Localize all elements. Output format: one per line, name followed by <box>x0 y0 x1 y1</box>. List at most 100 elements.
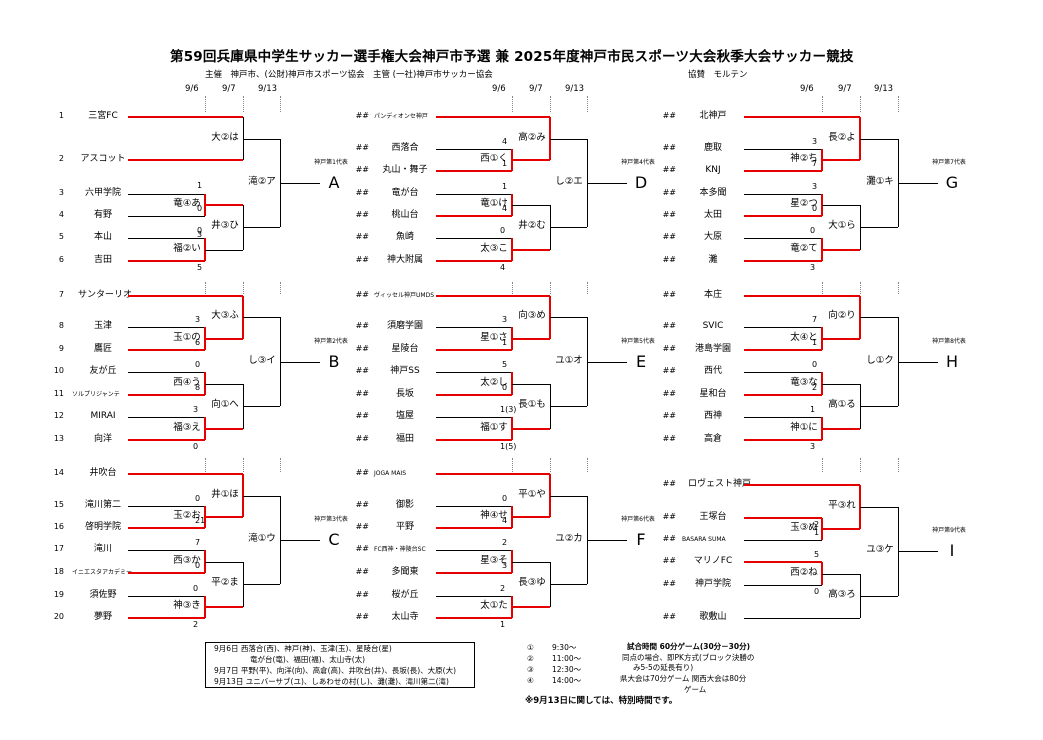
line-G-t2 <box>744 149 822 150</box>
line-I-f1 <box>860 507 898 508</box>
match-C-r2-1: 井①ほ <box>211 488 239 500</box>
match-F-r1-2: 星③そ <box>480 554 508 566</box>
line-E-t6 <box>436 417 512 418</box>
team-number-F-1: ## <box>355 468 369 477</box>
dashed-divider-0-0-1 <box>205 282 206 294</box>
match-A-r1-2: 福②い <box>173 242 201 254</box>
line-D-t5 <box>436 215 512 217</box>
line-G-t3 <box>744 170 822 172</box>
team-number-G-1: ## <box>662 111 676 120</box>
page-title: 第59回兵庫県中学生サッカー選手権大会神戸市予選 兼 2025年度神戸市民スポー… <box>170 49 854 65</box>
match-G-r1-1: 神②ち <box>790 153 818 164</box>
score-H-6: 3 <box>810 442 816 451</box>
dashed-divider-2-0-0 <box>822 96 823 112</box>
score-F-2: 4 <box>502 516 508 525</box>
team-number-A-3: 3 <box>58 188 64 197</box>
match-G-r1-3: 竜②て <box>790 242 818 254</box>
line-G-f1 <box>860 138 898 140</box>
line-C-t5 <box>128 572 205 574</box>
line-C-t2 <box>128 506 205 507</box>
team-number-D-3: ## <box>355 165 369 174</box>
dashed-divider-1-1-2 <box>550 458 551 472</box>
team-number-A-4: 4 <box>58 210 64 219</box>
team-name-D-5: 桃山台 <box>391 210 419 220</box>
match-C-final: 滝①ウ <box>248 532 276 544</box>
team-name-H-1: 本庄 <box>703 290 722 300</box>
score-I-2: 1 <box>814 528 820 537</box>
line-H-t4 <box>744 372 822 373</box>
date-header-2-3: 9/13 <box>565 84 585 94</box>
team-name-I-4: マリノFC <box>693 556 733 566</box>
time-4: 14:00～ <box>552 676 582 685</box>
match-A-final: 滝②ア <box>248 175 276 187</box>
team-number-G-4: ## <box>662 188 676 197</box>
team-number-D-6: ## <box>355 232 369 241</box>
team-number-F-3: ## <box>355 522 369 531</box>
group-letter-C: C <box>328 529 340 549</box>
line-G-w3 <box>822 248 860 251</box>
team-number-E-4: ## <box>355 366 369 375</box>
line-D-f2 <box>550 227 587 229</box>
line-F-w2 <box>512 561 550 563</box>
line-H-t5 <box>744 394 822 396</box>
match-A-r2-2: 井③ひ <box>211 220 239 232</box>
score-C-5: 0 <box>193 584 199 593</box>
match-E-r2-2: 長①も <box>518 399 546 410</box>
venue-line-4: 9月13日 ユニバーサブ(ユ)、しあわせの村(し)、灘(灘)、滝川第二(滝) <box>214 677 449 686</box>
team-name-B-1: サンターリオ <box>78 290 133 300</box>
line-A-f2 <box>243 227 280 229</box>
line-C-w1 <box>205 516 243 518</box>
line-C-w3 <box>205 606 243 608</box>
rule-tie: 同点の場合、即PK方式(ブロック決勝の <box>622 653 755 662</box>
match-F-r1-3: 太①た <box>480 600 508 611</box>
team-name-F-5: 多聞東 <box>391 567 419 577</box>
team-name-F-2: 御影 <box>395 500 414 510</box>
match-F-r2-2: 長③ゆ <box>518 577 546 589</box>
dashed-divider-0-0-2 <box>205 458 206 472</box>
line-G-t4 <box>744 194 822 195</box>
team-name-A-3: 六甲学院 <box>84 188 121 198</box>
team-name-I-1: ロヴェスト神戸 <box>688 479 752 489</box>
match-H-r2-1: 向②り <box>828 310 856 322</box>
team-name-F-7: 太山寺 <box>391 612 419 622</box>
team-number-F-5: ## <box>355 567 369 576</box>
date-header-2-1: 9/6 <box>492 84 506 94</box>
score-B-1: 3 <box>195 315 201 324</box>
team-name-A-6: 吉田 <box>93 255 112 265</box>
team-name-F-6: 桜が丘 <box>391 590 419 600</box>
match-E-r2-1: 向③め <box>518 310 546 322</box>
match-B-r2-1: 大③ふ <box>211 310 239 322</box>
team-number-E-1: ## <box>355 290 369 299</box>
dashed-divider-0-2-2 <box>280 458 281 472</box>
score-E-2: 1 <box>502 338 508 347</box>
score-B-2: 6 <box>195 338 201 347</box>
line-E-t3 <box>436 349 512 351</box>
score-B-4: 8 <box>195 383 201 392</box>
score-H-3: 0 <box>812 360 818 369</box>
match-A-r1-1: 竜④あ <box>173 198 201 209</box>
line-H-t6 <box>744 417 822 418</box>
organizers: 主催 神戸市、(公財)神戸市スポーツ協会 主管 (一社)神戸市サッカー協会 <box>205 70 493 80</box>
line-F-t4 <box>436 550 512 551</box>
line-F-t1 <box>436 473 550 475</box>
team-number-E-5: ## <box>355 389 369 398</box>
team-name-D-4: 竜が台 <box>391 188 419 198</box>
line-G-t1 <box>744 116 860 118</box>
team-name-B-3: 鷹匠 <box>93 344 112 354</box>
score-A-3: 0 <box>197 226 203 235</box>
line-A-w1 <box>205 204 243 206</box>
line-C-f1 <box>243 495 280 497</box>
line-F-t3 <box>436 527 512 529</box>
line-G-w1 <box>822 159 860 161</box>
team-name-I-6: 歌敷山 <box>699 612 727 622</box>
dashed-divider-2-2-2 <box>898 458 899 472</box>
dashed-divider-1-2-0 <box>587 96 588 112</box>
rep-label-C: 神戸第3代表 <box>314 515 348 523</box>
team-name-C-2: 滝川第二 <box>84 500 121 510</box>
match-C-r1-1: 玉②お <box>173 510 201 521</box>
score-H-4: 2 <box>812 383 818 392</box>
team-number-H-4: ## <box>662 366 676 375</box>
line-E-t7 <box>436 439 512 441</box>
team-number-D-5: ## <box>355 210 369 219</box>
date-header-2-2: 9/7 <box>529 84 543 94</box>
